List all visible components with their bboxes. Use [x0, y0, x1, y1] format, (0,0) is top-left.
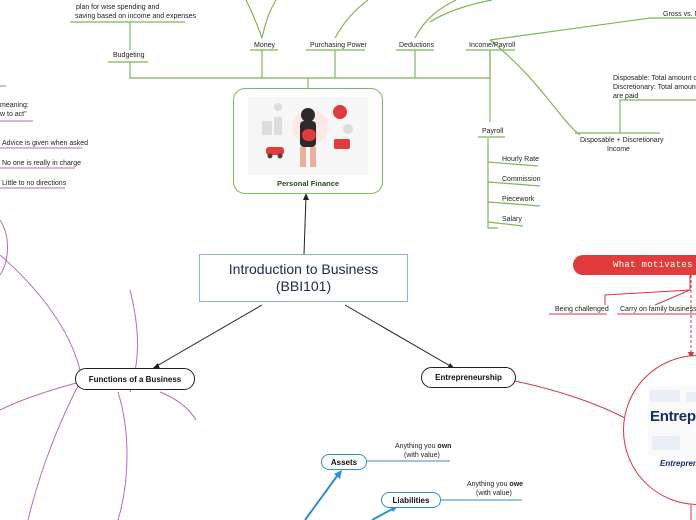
branch-gross — [489, 17, 696, 41]
purple-right-1 — [117, 391, 128, 520]
blue-to-assets — [304, 471, 341, 520]
category-deductions[interactable]: Deductions — [399, 42, 435, 49]
disposable-note-line2: Discretionary: Total amount e — [613, 84, 696, 91]
branch-ded-up2 — [429, 0, 493, 23]
green-branches — [70, 0, 696, 229]
purple-left-2 — [27, 381, 81, 520]
purple-branches — [0, 85, 197, 520]
what-motivates-node[interactable]: What motivates e — [573, 255, 696, 275]
branch-ded-up1 — [414, 0, 457, 39]
branch-disp-note — [619, 99, 696, 133]
payroll-label[interactable]: Payroll — [482, 128, 504, 135]
purple-circle-arc — [0, 219, 8, 276]
branch-purch-up — [334, 0, 369, 39]
category-income-payroll[interactable]: Income/Payroll — [469, 42, 516, 49]
purple-left-1 — [0, 381, 81, 411]
disposable-label-line2[interactable]: Income — [607, 146, 630, 153]
function-item-no-one[interactable]: No one is really in charge — [2, 160, 81, 167]
arrow-to-pf — [303, 195, 307, 255]
assets-node[interactable]: Assets — [321, 454, 367, 470]
red-branches — [509, 275, 696, 520]
branch-money-up1 — [261, 0, 277, 39]
payroll-hourly — [487, 161, 539, 167]
disposable-note-line1: Disposable: Total amount of m — [613, 75, 696, 82]
purple-right-2 — [159, 391, 197, 421]
entrepreneurship-circle-node[interactable]: Entrepre Entrepren — [623, 355, 696, 505]
pay-type-hourly[interactable]: Hourly Rate — [502, 156, 539, 163]
budgeting-note-line2: saving based on income and expenses — [75, 13, 197, 20]
central-title-line2: (BBI101) — [275, 278, 332, 294]
functions-node[interactable]: Functions of a Business — [75, 368, 195, 390]
liabilities-node[interactable]: Liabilities — [381, 492, 441, 508]
liabilities-note-line1: Anything you owe — [467, 481, 524, 488]
payroll-spine — [487, 138, 498, 229]
category-purchasing-power[interactable]: Purchasing Power — [310, 42, 367, 49]
entrepreneurship-circle-title: Entrepren — [660, 459, 696, 468]
red-reasons-fan — [604, 275, 691, 305]
assets-note-line2: (with value) — [404, 452, 440, 459]
what-motivates-label: What motivates e — [613, 260, 696, 270]
disposable-label-line1[interactable]: Disposable + Discretionary — [580, 137, 664, 144]
function-note-line2: w to act" — [0, 111, 27, 118]
personal-finance-title: Personal Finance — [276, 179, 340, 188]
pay-type-piecework[interactable]: Piecework — [502, 196, 535, 203]
blue-arrowhead-assets — [334, 470, 342, 479]
assets-note-strong: own — [437, 443, 452, 450]
pay-type-salary[interactable]: Salary — [502, 216, 522, 223]
function-item-advice[interactable]: Advice is given when asked — [2, 140, 88, 147]
branch-money-up2 — [245, 0, 263, 39]
purple-to-functions-1 — [0, 254, 81, 371]
central-title-line1: Introduction to Business — [228, 261, 379, 277]
personal-finance-node[interactable]: Personal Finance — [233, 88, 383, 194]
arrowhead-pf — [303, 193, 309, 200]
reason-family-business[interactable]: Carry on family business — [620, 306, 696, 313]
assets-note-line1: Anything you own — [395, 443, 452, 450]
entrepreneurship-badge-word: Entrepre — [650, 408, 696, 425]
arrow-to-functions — [154, 304, 263, 368]
central-arrows — [154, 195, 453, 368]
red-to-circle — [509, 379, 626, 419]
pay-type-commission[interactable]: Commission — [502, 176, 541, 183]
central-topic[interactable]: Introduction to Business (BBI101) — [199, 254, 408, 302]
payroll-piecework — [487, 201, 541, 207]
gross-vs-net[interactable]: Gross vs. Ne — [663, 11, 696, 18]
liabilities-note-line2: (with value) — [476, 490, 512, 497]
liabilities-note-strong: owe — [509, 481, 524, 488]
arrow-to-entre — [344, 304, 453, 368]
personal-finance-illustration — [248, 97, 368, 175]
function-note-line1: meaning: — [0, 102, 29, 109]
arrowhead-functions — [152, 363, 160, 369]
disposable-note-line3: are paid — [613, 93, 639, 100]
function-item-little[interactable]: Little to no directions — [2, 180, 67, 187]
budgeting-note-line1: plan for wise spending and — [76, 4, 160, 11]
payroll-commission — [487, 181, 541, 187]
branch-top-spine — [129, 62, 490, 79]
entrepreneurship-illustration: Entrepre — [648, 386, 696, 456]
payroll-salary — [487, 221, 524, 227]
reason-challenged[interactable]: Being challenged — [555, 306, 609, 313]
red-reason2 — [654, 289, 691, 306]
category-budgeting[interactable]: Budgeting — [113, 52, 145, 59]
category-money[interactable]: Money — [254, 42, 276, 49]
branch-disp — [489, 39, 581, 136]
entrepreneurship-node[interactable]: Entrepreneurship — [421, 367, 516, 388]
